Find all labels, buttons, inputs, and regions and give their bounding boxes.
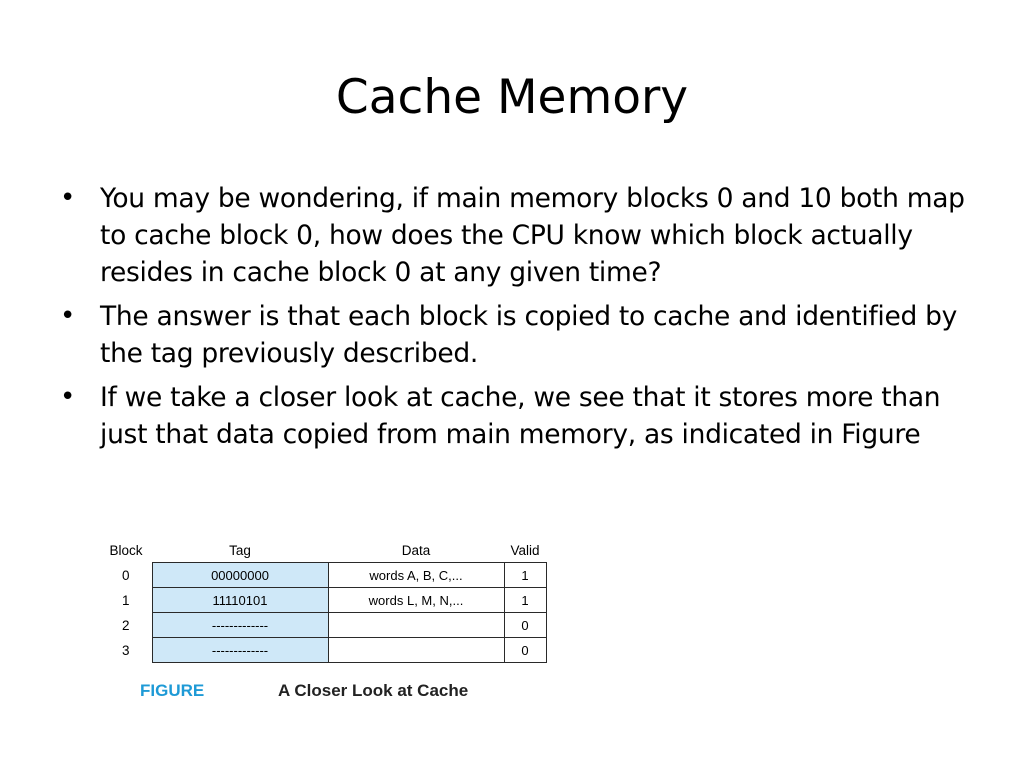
- table-row: 2 ------------- 0: [100, 612, 547, 638]
- figure-caption-label: FIGURE: [140, 681, 205, 700]
- cache-figure: Block Tag Data Valid 0 00000000 words A,…: [100, 538, 560, 701]
- cache-table: Block Tag Data Valid 0 00000000 words A,…: [100, 538, 547, 663]
- bullet-item: • The answer is that each block is copie…: [56, 298, 976, 372]
- bullet-item: • If we take a closer look at cache, we …: [56, 379, 976, 453]
- bullet-list: • You may be wondering, if main memory b…: [56, 180, 976, 460]
- bullet-text: You may be wondering, if main memory blo…: [100, 183, 965, 288]
- bullet-dot-icon: •: [60, 183, 76, 213]
- table-row: 3 ------------- 0: [100, 637, 547, 663]
- tag-cell: -------------: [151, 637, 329, 663]
- tag-cell: 11110101: [151, 587, 329, 613]
- bullet-text: If we take a closer look at cache, we se…: [100, 382, 941, 450]
- block-cell: 3: [121, 642, 130, 658]
- header-valid: Valid: [510, 542, 540, 558]
- figure-caption: FIGURE A Closer Look at Cache: [100, 681, 560, 701]
- data-cell: words L, M, N,...: [327, 587, 505, 613]
- bullet-text: The answer is that each block is copied …: [100, 301, 958, 369]
- bullet-dot-icon: •: [60, 301, 76, 331]
- data-cell: [327, 637, 505, 663]
- valid-cell: 1: [503, 562, 547, 588]
- tag-cell: 00000000: [151, 562, 329, 588]
- block-cell: 1: [121, 592, 130, 608]
- table-row: 1 11110101 words L, M, N,... 1: [100, 587, 547, 613]
- block-cell: 0: [121, 567, 130, 583]
- valid-cell: 0: [503, 637, 547, 663]
- valid-cell: 1: [503, 587, 547, 613]
- header-tag: Tag: [229, 542, 251, 558]
- data-cell: words A, B, C,...: [327, 562, 505, 588]
- block-cell: 2: [121, 617, 130, 633]
- data-cell: [327, 612, 505, 638]
- table-header-row: Block Tag Data Valid: [100, 538, 546, 563]
- figure-caption-text: A Closer Look at Cache: [278, 681, 469, 700]
- valid-cell: 0: [503, 612, 547, 638]
- tag-cell: -------------: [151, 612, 329, 638]
- header-block: Block: [109, 542, 143, 558]
- table-row: 0 00000000 words A, B, C,... 1: [100, 562, 547, 588]
- slide-title: Cache Memory: [335, 70, 689, 125]
- bullet-item: • You may be wondering, if main memory b…: [56, 180, 976, 291]
- header-data: Data: [401, 542, 431, 558]
- bullet-dot-icon: •: [60, 382, 76, 412]
